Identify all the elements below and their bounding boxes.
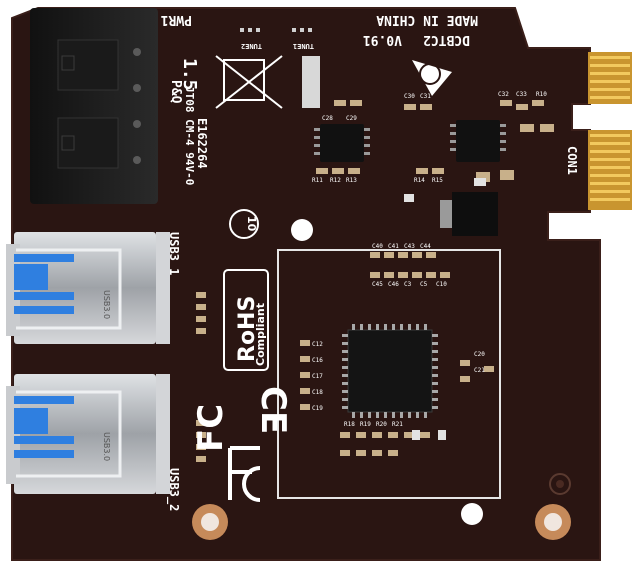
tune-right-label: TUNE1: [293, 42, 314, 50]
component-ref-label: C28: [322, 115, 333, 122]
ic-top-left: [314, 124, 370, 162]
recycle-10-icon: 10: [229, 209, 259, 239]
power-header: [30, 8, 158, 204]
usb3-port-2[interactable]: USB3.0: [6, 374, 170, 494]
component-ref-label: C17: [312, 373, 323, 380]
origin-label: MADE IN CHINA: [376, 12, 478, 27]
mounting-holes: [192, 219, 571, 540]
component-ref-label: R21: [392, 421, 403, 428]
fcc-mark: FC: [191, 404, 231, 452]
white-pad: [302, 56, 320, 108]
voltage-regulator: [440, 192, 498, 236]
component-ref-label: R13: [346, 177, 357, 184]
vendor-label: P&Q: [168, 80, 183, 104]
component-ref-label: C43: [404, 243, 415, 250]
component-ref-label: C29: [346, 115, 357, 122]
component-ref-label: C45: [372, 281, 383, 288]
component-ref-label: C19: [312, 405, 323, 412]
component-ref-label: C3: [404, 281, 412, 288]
component-ref-label: R11: [312, 177, 323, 184]
component-ref-label: C12: [312, 341, 323, 348]
component-ref-label: C41: [388, 243, 399, 250]
usb3-controller-chip: [342, 324, 438, 418]
vendor-arrow-icon: [412, 60, 452, 96]
weee-bin-icon: [215, 55, 283, 109]
component-ref-label: R10: [536, 91, 547, 98]
tune-pads: [240, 28, 312, 32]
component-ref-label: C20: [474, 351, 485, 358]
rohs-compliant-label: Compliant: [254, 303, 267, 366]
usb3-port-1[interactable]: USB3.0: [6, 232, 170, 344]
component-ref-label: R20: [376, 421, 387, 428]
component-ref-label: C33: [516, 91, 527, 98]
usb-tab-label-2: USB3.0: [102, 432, 111, 461]
component-ref-label: C18: [312, 389, 323, 396]
version-label: V0.91: [363, 32, 402, 47]
rohs-label: RoHS: [235, 296, 260, 362]
ce-mark: CE: [253, 386, 293, 434]
component-ref-label: C31: [420, 93, 431, 100]
component-ref-label: R15: [432, 177, 443, 184]
rohs-compliant-mark: RoHS Compliant: [223, 269, 269, 371]
model-label: DCBTC2: [423, 32, 470, 47]
controller-outline: [277, 249, 501, 499]
component-ref-label: C40: [372, 243, 383, 250]
component-ref-label: C30: [404, 93, 415, 100]
component-ref-label: C16: [312, 357, 323, 364]
component-ref-label: C32: [498, 91, 509, 98]
component-ref-label: R19: [360, 421, 371, 428]
component-ref-label: R14: [414, 177, 425, 184]
component-ref-label: C10: [436, 281, 447, 288]
tune-left-label: TUNE2: [241, 42, 262, 50]
recycle-label: 10: [245, 216, 258, 232]
fcc-logo-icon: [228, 446, 261, 502]
component-ref-label: C46: [388, 281, 399, 288]
ul-file-label: E162264: [195, 118, 209, 169]
edge-connector-label: CON1: [565, 146, 579, 175]
component-ref-label: R18: [344, 421, 355, 428]
ic-top-right: [450, 120, 506, 162]
component-ref-label: C21: [474, 367, 485, 374]
power-header-label: PWR1: [161, 12, 192, 27]
thickness-label: 1.5: [179, 58, 200, 91]
pcie-gold-fingers: [588, 52, 632, 210]
smd-components: [196, 100, 554, 462]
usb-tab-label-1: USB3.0: [102, 290, 111, 319]
component-ref-label: C44: [420, 243, 431, 250]
component-ref-label: C5: [420, 281, 428, 288]
component-ref-label: R12: [330, 177, 341, 184]
ul-code-label: JT08 CM-4 94V-0: [183, 86, 196, 185]
